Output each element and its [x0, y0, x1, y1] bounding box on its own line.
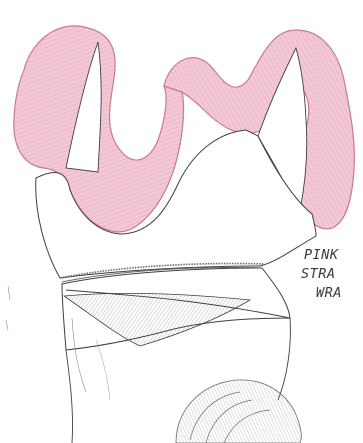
caption-line-2: STRA: [301, 268, 336, 282]
caption-line-3: WRA: [316, 287, 342, 301]
wrap-band: [62, 268, 290, 350]
caption-line-1: PINK: [304, 249, 339, 263]
hair-sketch: [176, 380, 301, 443]
stray-pencil-mark: [6, 286, 10, 330]
